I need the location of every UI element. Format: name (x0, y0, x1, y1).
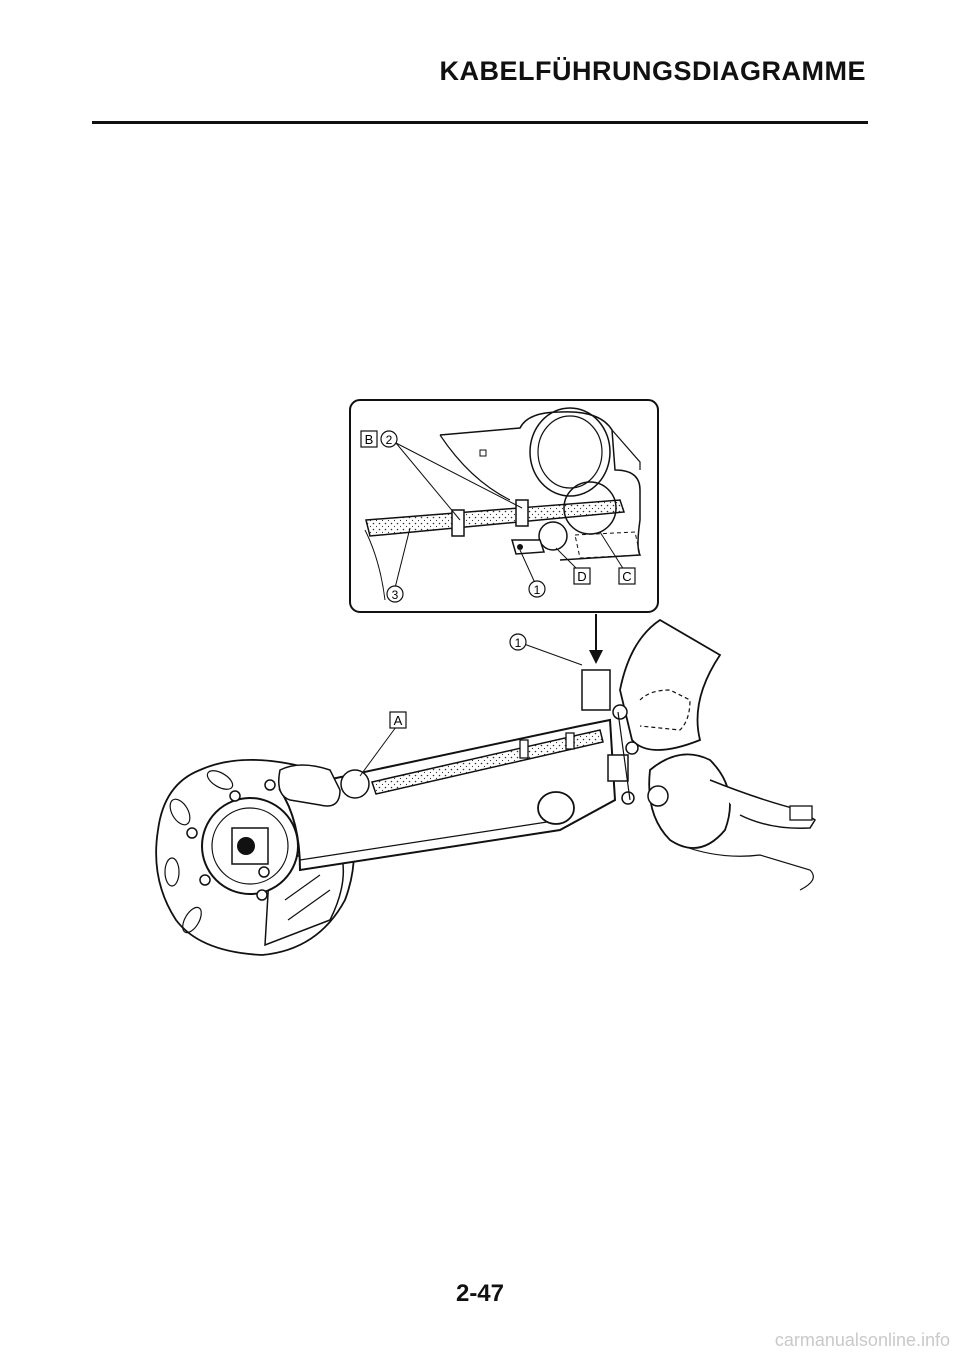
page-title: KABELFÜHRUNGSDIAGRAMME (439, 56, 866, 86)
callout-1-main-circle (509, 633, 527, 651)
swingarm-drawing (155, 618, 817, 956)
header-rule (92, 121, 868, 124)
label-box-c (618, 567, 636, 585)
label-a: A (394, 713, 403, 728)
callout-3: 3 (392, 588, 399, 602)
label-c: C (622, 569, 631, 584)
page-number: 2-47 (455, 1280, 505, 1307)
callout-2-circle (380, 430, 398, 448)
label-box-a (389, 711, 407, 729)
callout-3-circle (386, 585, 404, 603)
label-d: D (577, 569, 586, 584)
label-b: B (365, 432, 374, 447)
detail-inset: B 2 3 1 D C (349, 399, 659, 613)
callout-2: 2 (386, 433, 393, 447)
callout-1-main: 1 (515, 636, 522, 650)
watermark: carmanualsonline.info (774, 1330, 950, 1350)
callout-1-inset: 1 (534, 583, 541, 597)
view-arrow (589, 614, 603, 664)
label-box-d (573, 567, 591, 585)
callout-1-inset-circle (528, 580, 546, 598)
label-box-b (360, 430, 378, 448)
